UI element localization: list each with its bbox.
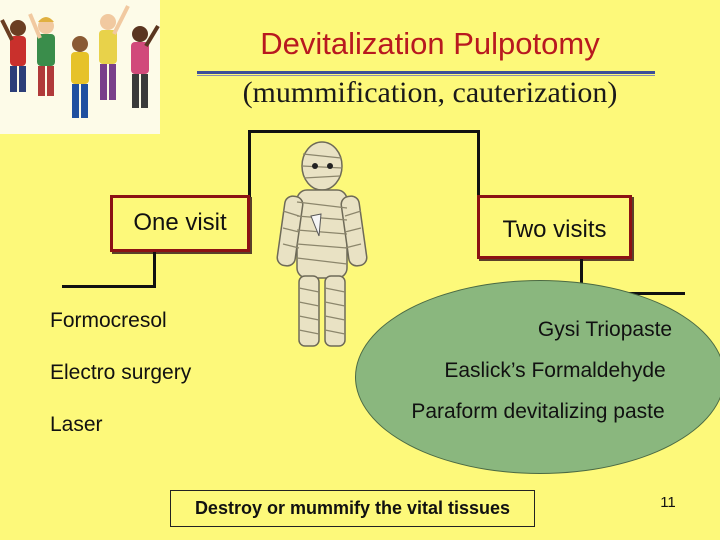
page-title: Devitalization Pulpotomy (260, 26, 600, 61)
connector-top-horizontal (248, 130, 480, 133)
two-visits-item: Gysi Triopaste (537, 318, 673, 341)
one-visit-connector-horizontal (62, 285, 156, 288)
title-underline-shadow (197, 75, 655, 76)
mummy-icon (276, 141, 368, 347)
connector-right-vertical (477, 130, 480, 200)
page-subtitle: (mummification, cauterization) (242, 76, 618, 109)
two-visits-item: Easlick’s Formaldehyde (444, 359, 666, 382)
two-visits-box: Two visits (477, 195, 632, 259)
one-visit-box: One visit (110, 195, 250, 252)
summary-note: Destroy or mummify the vital tissues (170, 490, 535, 527)
two-visits-connector-vertical (580, 259, 583, 295)
one-visit-item: Laser (50, 413, 103, 436)
title-underline (197, 71, 655, 74)
children-illustration (0, 0, 160, 134)
mummy-illustration (275, 136, 370, 356)
one-visit-item: Electro surgery (50, 361, 192, 384)
page-number: 11 (660, 494, 676, 511)
two-visits-item: Paraform devitalizing paste (411, 400, 665, 423)
connector-left-vertical (248, 130, 251, 200)
one-visit-connector-vertical (153, 252, 156, 288)
one-visit-item: Formocresol (50, 309, 167, 332)
children-photo (0, 0, 160, 134)
two-visits-ellipse (355, 280, 720, 474)
